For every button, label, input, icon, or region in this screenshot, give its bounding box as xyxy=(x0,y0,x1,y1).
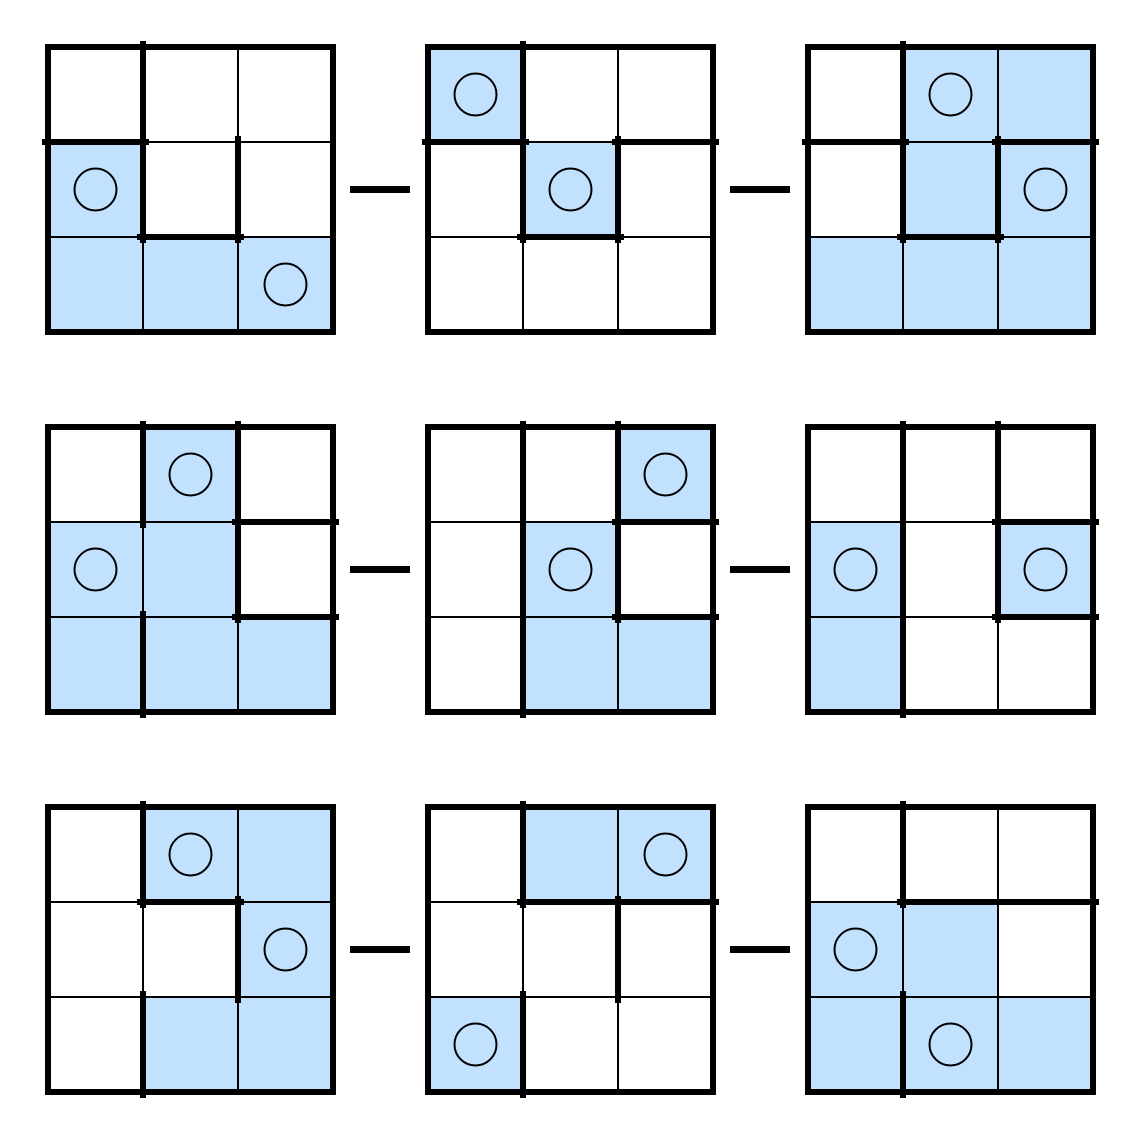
shaded-cell xyxy=(618,807,713,902)
shaded-cell xyxy=(903,237,998,332)
circle-marker xyxy=(263,927,308,972)
grid-2-1 xyxy=(45,421,339,718)
grid-border xyxy=(805,44,1096,335)
circle-marker xyxy=(833,547,878,592)
grid-2-3 xyxy=(805,421,1099,718)
grid-1-2 xyxy=(422,41,719,335)
circle-marker xyxy=(643,452,688,497)
grid-3-2 xyxy=(425,801,719,1098)
grid-border xyxy=(805,424,1096,715)
grid-border xyxy=(45,44,336,335)
shaded-cell xyxy=(998,997,1093,1092)
shaded-cell xyxy=(903,902,998,997)
shaded-cell xyxy=(808,902,903,997)
circle-marker xyxy=(453,1022,498,1067)
shaded-cell xyxy=(48,237,143,332)
shaded-cell xyxy=(523,807,618,902)
shaded-cell xyxy=(808,997,903,1092)
diagram-row-2 xyxy=(45,421,1099,718)
circle-marker xyxy=(833,927,878,972)
shaded-cell xyxy=(143,427,238,522)
grid-border xyxy=(45,804,336,1095)
shaded-cell xyxy=(48,522,143,617)
shaded-cell xyxy=(523,142,618,237)
shaded-cell xyxy=(143,237,238,332)
grid-1-3 xyxy=(802,41,1099,335)
shaded-cell xyxy=(238,617,333,712)
shaded-cell xyxy=(618,427,713,522)
shaded-cell xyxy=(143,807,238,902)
circle-marker xyxy=(643,832,688,877)
grid-border xyxy=(425,804,716,1095)
circle-marker xyxy=(1023,547,1068,592)
shaded-cell xyxy=(903,142,998,237)
grid-border xyxy=(425,44,716,335)
shaded-cell xyxy=(808,522,903,617)
shaded-cell xyxy=(48,617,143,712)
shaded-cell xyxy=(998,522,1093,617)
shaded-cell xyxy=(618,617,713,712)
shaded-cell xyxy=(998,142,1093,237)
shaded-cell xyxy=(903,47,998,142)
grid-3-3 xyxy=(805,801,1099,1098)
grid-border xyxy=(425,424,716,715)
shaded-cell xyxy=(808,237,903,332)
shaded-cell xyxy=(143,997,238,1092)
shaded-cell xyxy=(998,47,1093,142)
circle-marker xyxy=(928,1022,973,1067)
circle-marker xyxy=(73,167,118,212)
grid-3-1 xyxy=(45,801,336,1098)
circle-marker xyxy=(453,72,498,117)
circle-marker xyxy=(548,167,593,212)
circle-marker xyxy=(73,547,118,592)
shaded-cell xyxy=(238,997,333,1092)
shaded-cell xyxy=(238,237,333,332)
shaded-cell xyxy=(238,807,333,902)
grid-1-1 xyxy=(42,41,336,335)
circle-marker xyxy=(263,262,308,307)
shaded-cell xyxy=(523,617,618,712)
circle-marker xyxy=(928,72,973,117)
shaded-cell xyxy=(428,47,523,142)
shaded-cell xyxy=(523,522,618,617)
shaded-cell xyxy=(143,617,238,712)
shaded-cell xyxy=(428,997,523,1092)
circle-marker xyxy=(168,832,213,877)
circle-marker xyxy=(168,452,213,497)
shaded-cell xyxy=(143,522,238,617)
grid-2-2 xyxy=(425,421,719,718)
circle-marker xyxy=(548,547,593,592)
grid-border xyxy=(45,424,336,715)
grid-border xyxy=(805,804,1096,1095)
shaded-cell xyxy=(998,237,1093,332)
shaded-cell xyxy=(48,142,143,237)
shaded-cell xyxy=(808,617,903,712)
shaded-cell xyxy=(903,997,998,1092)
circle-marker xyxy=(1023,167,1068,212)
diagram-row-3 xyxy=(45,801,1099,1098)
diagram-row-1 xyxy=(42,41,1099,335)
shaded-cell xyxy=(238,902,333,997)
